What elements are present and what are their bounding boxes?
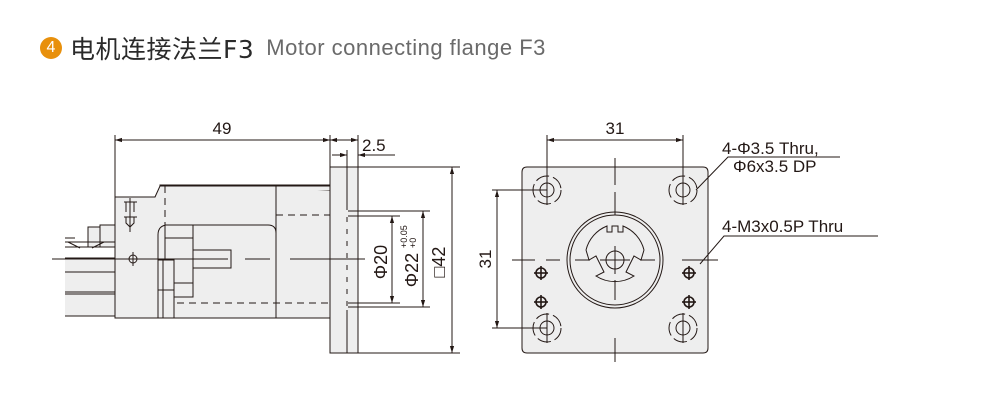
title-english: Motor connecting flange F3 xyxy=(266,35,546,60)
dim-spigot-tol-lower: +0 xyxy=(408,238,418,248)
counterbore-hole-br xyxy=(668,313,698,343)
dim-bore-phi20: Φ20 xyxy=(371,245,391,279)
dim-spigot-tol-upper: +0.05 xyxy=(399,225,409,248)
section-number-badge: 4 xyxy=(40,37,62,59)
section-title: 4 电机连接法兰F3 Motor connecting flange F3 xyxy=(40,30,546,66)
note-counterbore-line2: Φ6x3.5 DP xyxy=(733,157,817,176)
side-view xyxy=(52,135,460,354)
dim-spigot: Φ22 +0.05 +0 xyxy=(399,225,422,287)
note-thread: 4-M3x0.5P Thru xyxy=(722,217,843,236)
dim-length-49: 49 xyxy=(213,119,232,138)
title-chinese: 电机连接法兰F3 xyxy=(70,35,255,64)
flange-plate xyxy=(329,166,359,354)
dim-thickness-2-5: 2.5 xyxy=(362,136,386,155)
dim-spigot-phi22: Φ22 xyxy=(402,253,422,287)
thread-holes xyxy=(534,266,696,309)
dim-square-42: □42 xyxy=(429,247,449,278)
front-view xyxy=(492,135,878,362)
dim-pitch-vertical: 31 xyxy=(476,250,495,269)
note-counterbore-line1: 4-Φ3.5 Thru, xyxy=(722,139,819,158)
motor-stub xyxy=(65,224,116,317)
dim-pitch-horizontal: 31 xyxy=(606,119,625,138)
spigot-outer-circle xyxy=(566,211,664,309)
